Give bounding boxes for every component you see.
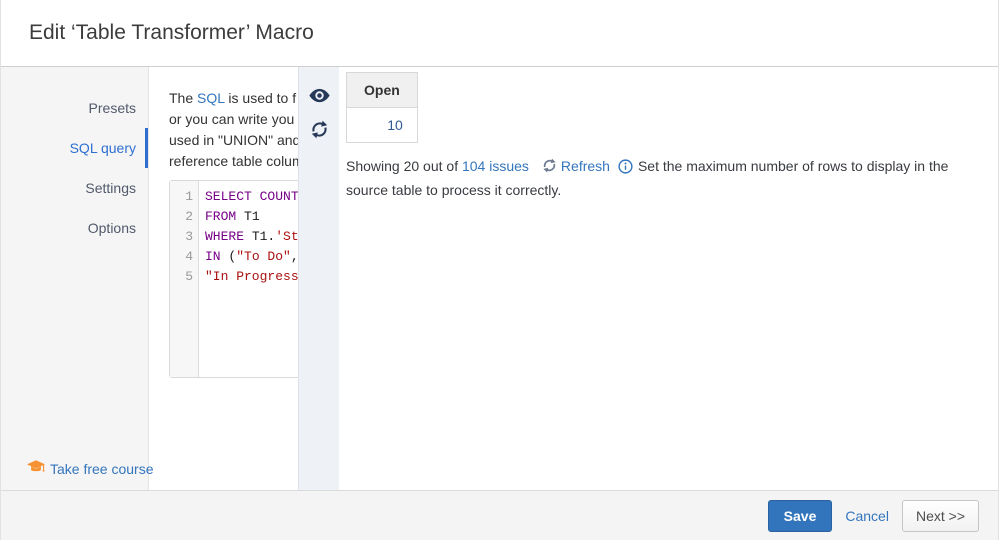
sql-punctuation: ,: [290, 249, 298, 264]
sql-identifier: T1.: [244, 229, 276, 244]
sql-description: The SQL is used to f or you can write yo…: [169, 88, 298, 172]
sql-keyword: WHERE: [205, 229, 245, 244]
sql-punctuation: (: [220, 249, 237, 264]
cancel-link[interactable]: Cancel: [845, 507, 889, 524]
line-number-gutter: 1 2 3 4 5: [170, 181, 199, 377]
issues-count-link[interactable]: 104 issues: [461, 158, 529, 174]
sql-string: "In Progress: [205, 269, 298, 284]
dialog-body: Presets SQL query Settings Options: [1, 67, 998, 490]
sql-code-line: FROM T1: [205, 207, 298, 227]
eye-icon: [308, 88, 330, 108]
description-line: The SQL is used to f: [169, 88, 298, 109]
max-rows-note: Set the maximum number of rows to displa…: [346, 158, 949, 198]
sidebar: Presets SQL query Settings Options: [1, 67, 154, 490]
line-number: 4: [185, 249, 193, 264]
sidebar-item-label: Options: [87, 220, 136, 236]
description-line: or you can write you: [169, 111, 295, 127]
sql-code-line: "In Progress: [205, 267, 298, 287]
description-text: is used to f: [224, 90, 297, 106]
sync-icon: [310, 120, 329, 144]
line-number: 3: [185, 229, 193, 244]
description-line: used in "UNION" and: [169, 132, 298, 148]
sql-string: "To Do": [236, 249, 291, 264]
next-button[interactable]: Next >>: [901, 499, 979, 532]
sync-refresh-button[interactable]: [307, 120, 331, 144]
open-count-value[interactable]: 10: [346, 107, 418, 143]
sidebar-item-sql-query[interactable]: SQL query: [1, 128, 148, 168]
description-text: The: [169, 90, 198, 106]
sql-query-panel: The SQL is used to f or you can write yo…: [149, 67, 298, 490]
sql-doc-link[interactable]: SQL: [197, 90, 225, 106]
column-header-open: Open: [346, 72, 418, 108]
line-number: 2: [185, 209, 193, 224]
preview-eye-button[interactable]: [307, 88, 331, 108]
sql-keyword: FROM: [205, 209, 237, 224]
graduation-cap-icon: [27, 460, 45, 477]
take-free-course-label: Take free course: [50, 460, 154, 477]
sql-string: 'St: [275, 229, 298, 244]
sql-identifier: T1: [236, 209, 260, 224]
sql-code-line: WHERE T1.'St: [205, 227, 298, 247]
description-line: reference table colum: [169, 153, 298, 169]
refresh-link[interactable]: Refresh: [560, 158, 610, 174]
sql-keyword: SELECT COUNT: [205, 189, 298, 204]
sql-code-editor[interactable]: 1 2 3 4 5 SELECT COUNT FROM T1 WHERE T1.…: [169, 180, 298, 378]
sql-code-line: IN ("To Do",: [205, 247, 298, 267]
sidebar-nav: Presets SQL query Settings Options: [1, 67, 148, 248]
preview-table: Open 10: [346, 72, 418, 143]
sidebar-item-options[interactable]: Options: [1, 208, 148, 248]
preview-panel: Open 10 Showing 20 out of 104 issues Refr…: [339, 67, 998, 490]
dialog-footer: Save Cancel Next >>: [1, 490, 998, 540]
sql-code-line: SELECT COUNT: [205, 187, 298, 207]
sql-keyword: IN: [205, 249, 221, 264]
sidebar-item-label: Settings: [85, 180, 136, 196]
table-row: 10: [346, 107, 418, 143]
refresh-icon: [542, 158, 557, 176]
info-icon[interactable]: [618, 159, 633, 177]
sidebar-item-label: SQL query: [69, 140, 136, 156]
line-number: 5: [185, 269, 193, 284]
save-button[interactable]: Save: [767, 499, 833, 532]
sidebar-item-presets[interactable]: Presets: [1, 88, 148, 128]
dialog-header: Edit ‘Table Transformer’ Macro: [1, 0, 998, 67]
editor-toolbar-strip: [298, 67, 339, 490]
take-free-course-link[interactable]: Take free course: [27, 460, 154, 477]
sidebar-item-settings[interactable]: Settings: [1, 168, 148, 208]
line-number: 1: [185, 189, 193, 204]
sql-code-area: SELECT COUNT FROM T1 WHERE T1.'St IN ("T…: [199, 181, 298, 377]
page-title: Edit ‘Table Transformer’ Macro: [29, 21, 314, 44]
sidebar-item-label: Presets: [88, 100, 136, 116]
table-header-row: Open: [346, 72, 418, 108]
showing-count-text: Showing 20 out of: [346, 158, 462, 174]
